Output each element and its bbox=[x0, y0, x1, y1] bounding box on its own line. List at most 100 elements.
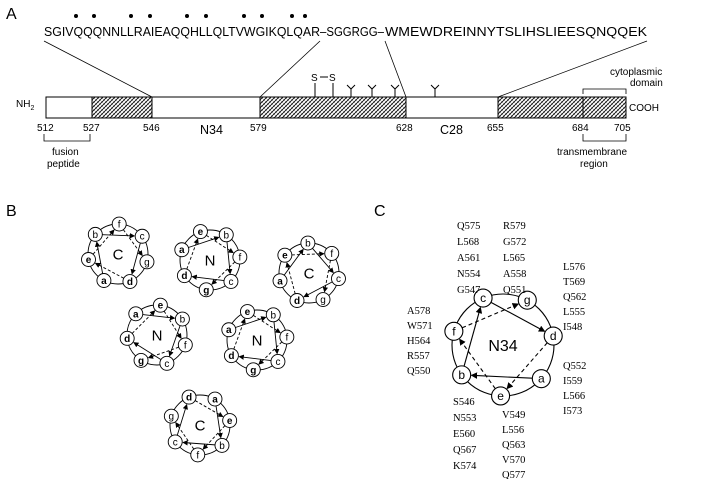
helical-wheel-6-residue-a bbox=[207, 391, 223, 407]
svg-text:V549: V549 bbox=[502, 410, 525, 421]
n34-wheel-residue-g bbox=[517, 290, 537, 310]
n34-wheel-core: N34 bbox=[488, 338, 517, 355]
n34-wheel-letter-d: d bbox=[550, 329, 557, 343]
n34-label: N34 bbox=[200, 123, 223, 137]
helical-wheel-4-core: N bbox=[152, 327, 163, 344]
helical-wheel-1-path-segment bbox=[122, 229, 143, 257]
helical-wheel-6-path-segment bbox=[175, 422, 195, 450]
helical-wheel-1-residue-a bbox=[96, 273, 112, 288]
svg-text:K574: K574 bbox=[453, 461, 477, 472]
helical-wheel-3-letter-d: d bbox=[294, 296, 300, 307]
helical-wheel-1-core: C bbox=[113, 246, 124, 263]
svg-text:L566: L566 bbox=[563, 391, 585, 402]
helical-wheel-3-residue-f bbox=[324, 245, 340, 261]
fusion-peptide-label-1: fusion bbox=[52, 147, 79, 158]
helical-wheel-1-letter-b: b bbox=[93, 230, 99, 241]
svg-text:Q551: Q551 bbox=[503, 285, 526, 296]
helical-wheel-1-path-segment bbox=[94, 262, 124, 279]
helical-wheel-3-residue-b bbox=[300, 235, 316, 251]
n34-wheel-residue-f bbox=[444, 321, 464, 341]
helical-wheel-6-letter-f: f bbox=[196, 450, 199, 461]
helical-wheel-3-residue-g bbox=[315, 292, 331, 307]
helical-wheel-4-letter-b: b bbox=[180, 315, 186, 326]
cytoplasmic-bracket bbox=[582, 88, 627, 94]
helical-wheel-4-residue-a bbox=[128, 306, 144, 322]
helical-wheel-6-path-segment bbox=[202, 425, 226, 450]
helical-wheel-3-letter-e: e bbox=[282, 251, 288, 262]
helical-wheel-5-core: N bbox=[252, 332, 263, 349]
helical-wheel-1-path-segment bbox=[94, 241, 104, 274]
helical-wheel-4-letter-a: a bbox=[133, 309, 139, 320]
svg-text:L576: L576 bbox=[563, 262, 585, 273]
helical-wheel-2-residue-d bbox=[176, 268, 192, 284]
n34-heptad-region bbox=[259, 96, 407, 119]
helical-wheel-5-letter-d: d bbox=[228, 351, 234, 362]
svg-text:I573: I573 bbox=[563, 406, 582, 417]
helical-wheel-2-residue-a bbox=[174, 242, 190, 258]
helical-wheel-5-residue-f bbox=[279, 329, 295, 345]
helical-wheel-2-path-segment bbox=[206, 234, 234, 254]
helical-wheel-3-letter-b: b bbox=[305, 239, 311, 250]
helical-wheel-4-residue-g bbox=[133, 352, 149, 368]
helical-wheel-5-path-segment bbox=[233, 318, 246, 350]
helical-wheel-3-path-segment bbox=[303, 281, 333, 298]
helical-wheel-4-residue-e bbox=[152, 297, 168, 313]
sequence-right: WMEWDREINNYTSLIHSLIEESQNQQEK bbox=[385, 25, 648, 39]
helical-wheel-5-path-segment bbox=[273, 321, 280, 355]
fusion-peptide-region bbox=[91, 96, 153, 119]
svg-text:R579: R579 bbox=[503, 221, 526, 232]
helical-wheel-2-core: N bbox=[205, 252, 216, 269]
helical-wheel-6-letter-e: e bbox=[227, 416, 233, 427]
helical-wheel-3-residue-a bbox=[272, 273, 288, 289]
helical-wheel-4-letter-f: f bbox=[184, 340, 187, 351]
svg-text:Q550: Q550 bbox=[407, 366, 430, 377]
panel-a-label: A bbox=[6, 6, 17, 23]
helical-wheel-4-path-segment bbox=[142, 314, 176, 321]
helical-wheel-5-letter-g: g bbox=[250, 365, 256, 376]
helical-wheel-3-letter-g: g bbox=[320, 295, 326, 306]
residue-column-a: Q552 I559 L566 I573 bbox=[563, 361, 586, 417]
helical-wheel-2-path-segment bbox=[191, 274, 225, 282]
helical-wheel-1-path-segment bbox=[92, 229, 115, 255]
n34-wheel-letter-f: f bbox=[452, 324, 456, 338]
helical-wheel-2-path-segment bbox=[188, 236, 220, 248]
helical-wheel-1-letter-f: f bbox=[118, 220, 121, 231]
svg-text:T569: T569 bbox=[563, 277, 585, 288]
svg-text:G572: G572 bbox=[503, 237, 526, 248]
helical-wheel-6-letter-b: b bbox=[219, 441, 225, 452]
n34-wheel-letter-a: a bbox=[538, 372, 545, 386]
svg-text:Q563: Q563 bbox=[502, 440, 525, 451]
glycosylation-sites bbox=[346, 84, 440, 97]
helical-wheel-2-letter-e: e bbox=[198, 227, 204, 238]
residue-column-d: L576 T569 Q562 L555 I548 bbox=[563, 262, 586, 333]
helical-wheel-1-residue-d bbox=[122, 274, 138, 289]
svg-text:E560: E560 bbox=[453, 429, 475, 440]
helical-wheel-4-path-segment bbox=[163, 310, 182, 339]
helical-wheel-5-residue-a bbox=[221, 322, 237, 338]
helical-wheel-6-residue-f bbox=[190, 447, 206, 463]
helical-wheel-2-letter-b: b bbox=[223, 230, 229, 241]
svg-text:L555: L555 bbox=[563, 307, 585, 318]
helical-wheel-2-path-segment bbox=[226, 241, 233, 275]
helical-wheel-3-core: C bbox=[304, 265, 315, 282]
svg-text:705: 705 bbox=[614, 123, 631, 134]
helical-wheel-2-letter-g: g bbox=[203, 285, 209, 296]
residue-column-c: Q575 L568 A561 N554 G547 bbox=[457, 221, 481, 296]
helical-wheel-3-residue-d bbox=[289, 293, 305, 308]
helical-wheel-6-path-segment bbox=[194, 400, 224, 417]
helical-wheel-4-path-segment bbox=[168, 325, 181, 357]
svg-text:G547: G547 bbox=[457, 285, 480, 296]
svg-text:I559: I559 bbox=[563, 376, 582, 387]
helical-wheel-6-residue-c bbox=[167, 434, 183, 450]
c28-label: C28 bbox=[440, 123, 463, 137]
helical-wheel-1-letter-c: c bbox=[140, 232, 145, 243]
helical-wheel-1-letter-e: e bbox=[86, 255, 92, 266]
n34-wheel-letter-e: e bbox=[497, 389, 504, 403]
helical-wheel-3-letter-c: c bbox=[336, 274, 341, 285]
transmembrane-bracket bbox=[582, 134, 627, 142]
